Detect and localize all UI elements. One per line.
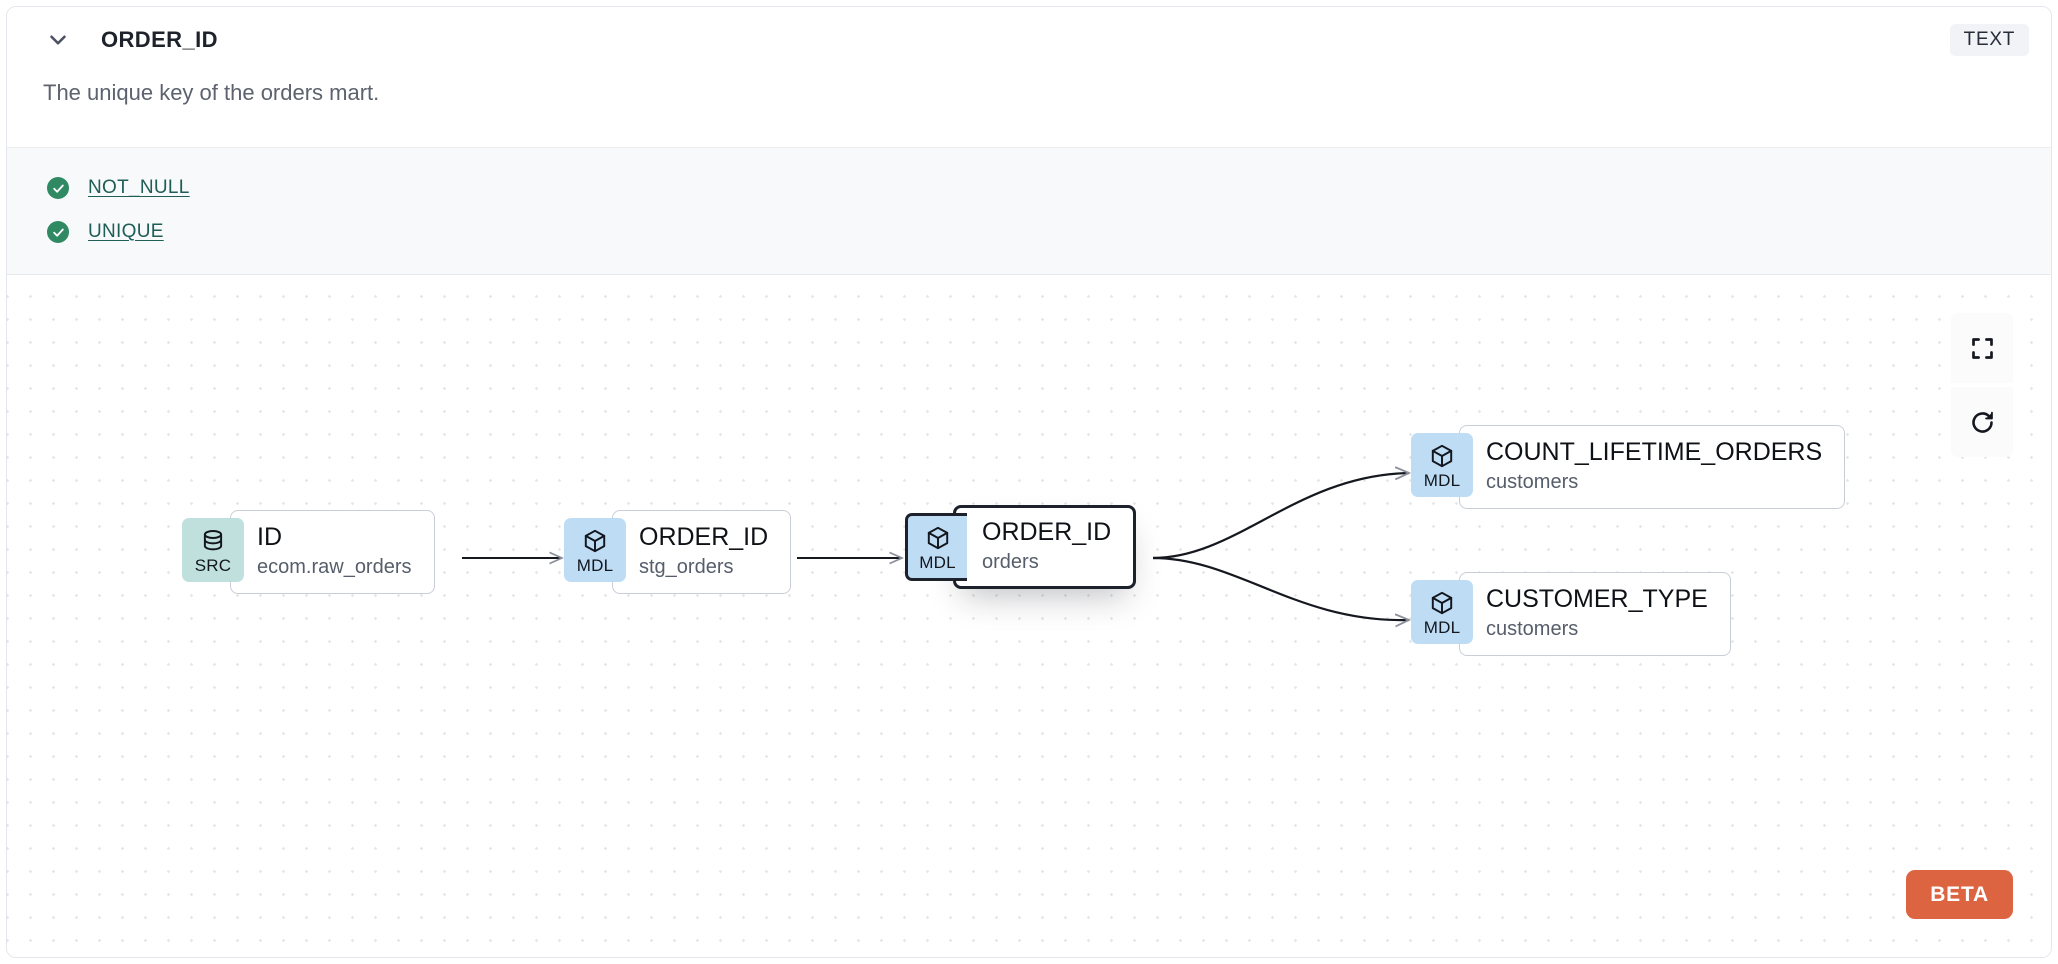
lineage-node-stg-order-id[interactable]: MDL ORDER_ID stg_orders (564, 510, 792, 594)
cube-icon (927, 526, 948, 550)
graph-controls (1951, 313, 2013, 457)
lineage-graph[interactable]: SRC ID ecom.raw_orders MDL ORDER_ID stg_… (7, 275, 2051, 957)
node-subtitle: orders (982, 550, 1039, 573)
model-badge: MDL (905, 513, 967, 581)
refresh-icon[interactable] (1951, 387, 2013, 457)
node-subtitle: ecom.raw_orders (257, 555, 412, 578)
panel-header: ORDER_ID TEXT The unique key of the orde… (7, 7, 2051, 147)
column-description: The unique key of the orders mart. (43, 80, 380, 105)
cube-icon (584, 529, 606, 553)
badge-label: MDL (919, 553, 956, 572)
node-body: ORDER_ID orders (953, 505, 1137, 589)
chevron-down-icon[interactable] (43, 25, 73, 55)
list-item: UNIQUE (7, 210, 2051, 254)
node-body: ID ecom.raw_orders (230, 510, 435, 594)
cube-icon (1431, 444, 1453, 468)
node-subtitle: customers (1486, 617, 1579, 640)
check-circle-icon (47, 177, 69, 199)
header-row: ORDER_ID TEXT (7, 7, 2051, 73)
data-type-badge: TEXT (1949, 24, 2029, 56)
database-icon (203, 530, 223, 551)
model-badge: MDL (1411, 433, 1473, 497)
node-body: ORDER_ID stg_orders (612, 510, 792, 594)
cube-icon (1431, 591, 1453, 615)
model-badge: MDL (564, 518, 626, 582)
lineage-edges (462, 275, 2051, 957)
badge-label: SRC (194, 556, 232, 575)
control-divider (1951, 383, 2013, 387)
node-name: ID (257, 523, 282, 552)
node-name: COUNT_LIFETIME_ORDERS (1486, 438, 1823, 467)
page-title: ORDER_ID (101, 27, 218, 52)
node-name: CUSTOMER_TYPE (1486, 585, 1708, 614)
badge-label: MDL (1423, 618, 1461, 637)
model-badge: MDL (1411, 580, 1473, 644)
list-item: NOT_NULL (7, 166, 2051, 210)
lineage-node-src-id[interactable]: SRC ID ecom.raw_orders (182, 510, 435, 594)
test-link-not-null[interactable]: NOT_NULL (88, 177, 190, 198)
lineage-node-orders-order-id[interactable]: MDL ORDER_ID orders (905, 505, 1137, 589)
node-name: ORDER_ID (982, 518, 1112, 547)
badge-label: MDL (1423, 471, 1461, 490)
beta-badge[interactable]: BETA (1906, 870, 2013, 919)
lineage-node-customer-type[interactable]: MDL CUSTOMER_TYPE customers (1411, 572, 1731, 656)
check-circle-icon (47, 221, 69, 243)
tests-section: NOT_NULL UNIQUE (7, 147, 2051, 275)
badge-label: MDL (576, 556, 614, 575)
node-subtitle: stg_orders (639, 555, 734, 578)
node-subtitle: customers (1486, 470, 1579, 493)
lineage-node-count-lifetime-orders[interactable]: MDL COUNT_LIFETIME_ORDERS customers (1411, 425, 1846, 509)
source-badge: SRC (182, 518, 244, 582)
fullscreen-icon[interactable] (1951, 313, 2013, 383)
node-name: ORDER_ID (639, 523, 769, 552)
node-body: COUNT_LIFETIME_ORDERS customers (1459, 425, 1846, 509)
test-link-unique[interactable]: UNIQUE (88, 221, 164, 242)
node-body: CUSTOMER_TYPE customers (1459, 572, 1731, 656)
column-detail-panel: ORDER_ID TEXT The unique key of the orde… (6, 6, 2052, 958)
